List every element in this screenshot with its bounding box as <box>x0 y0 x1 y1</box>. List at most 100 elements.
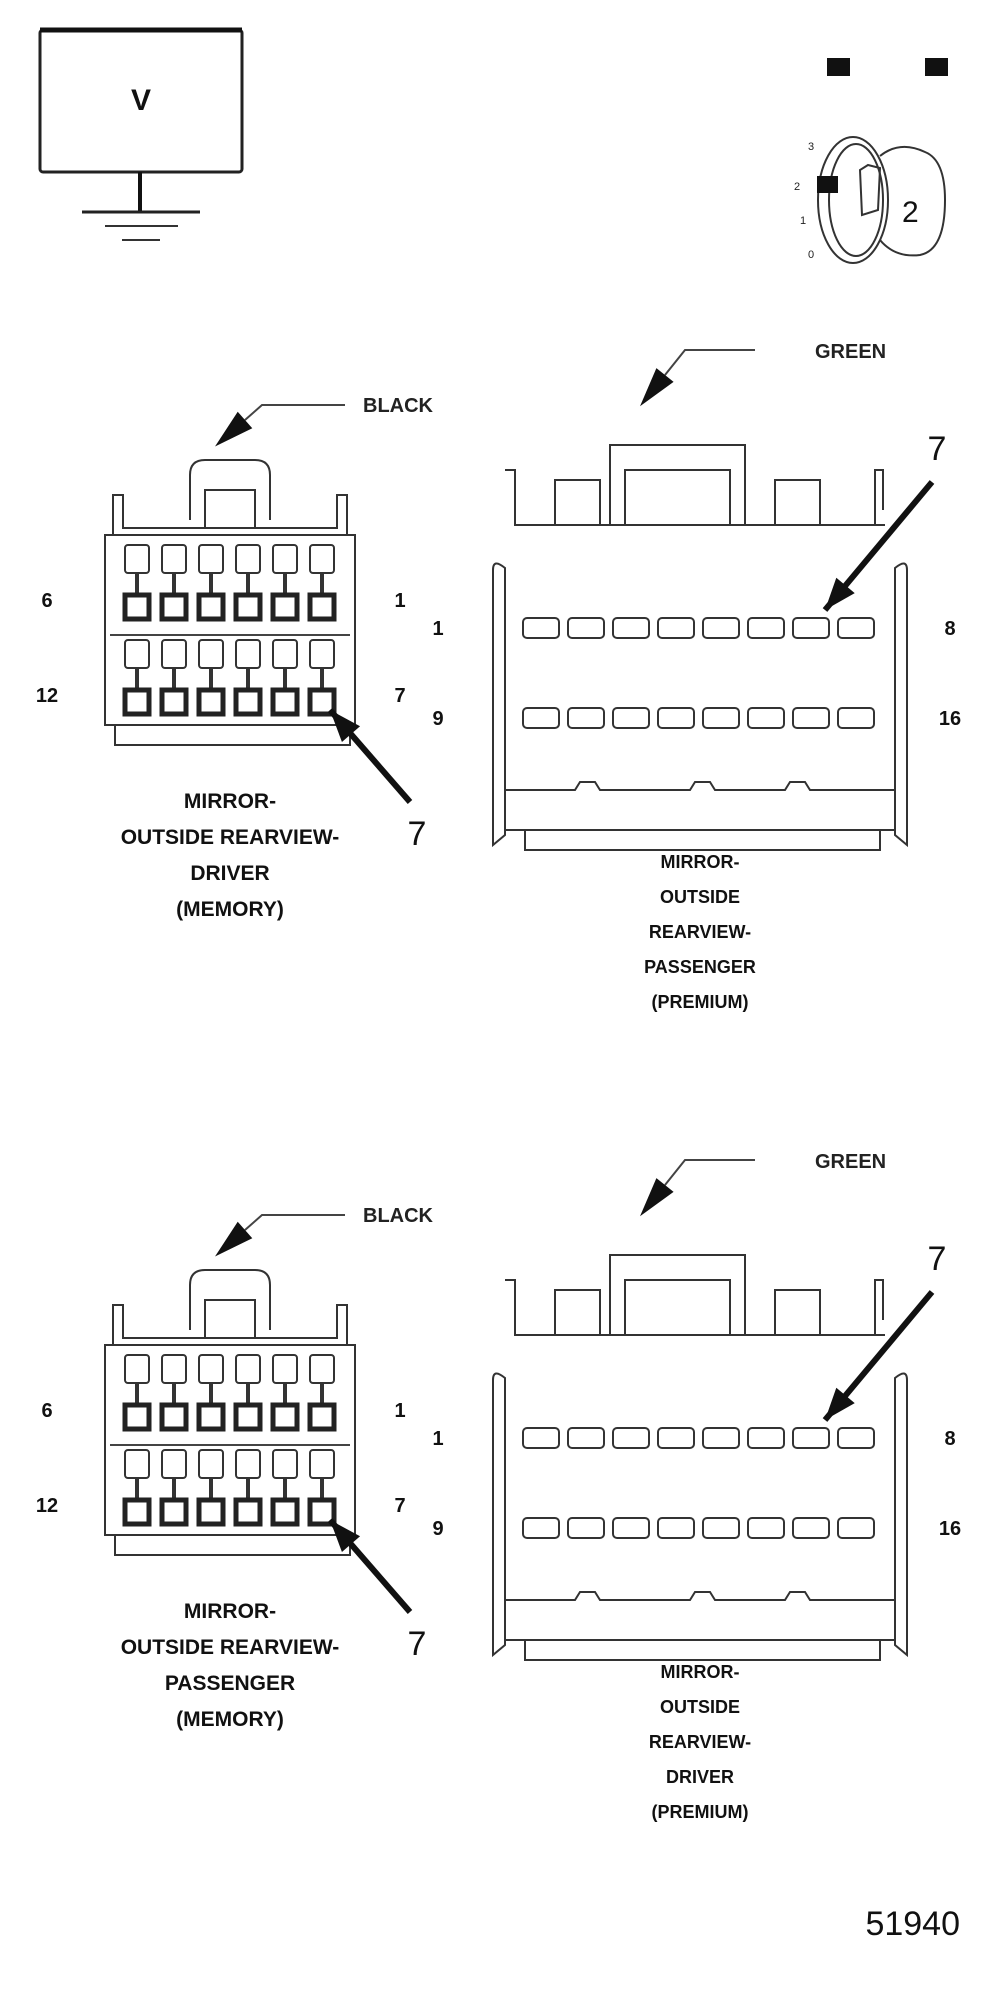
key-pos-0: 0 <box>808 249 814 261</box>
ignition-key-icon: 2 3 2 1 0 <box>794 58 948 264</box>
connector-color-label: BLACK <box>363 395 434 417</box>
terminal-cavity <box>657 617 695 639</box>
terminal-cavity <box>307 639 337 717</box>
connector-title-line: PASSENGER <box>644 957 756 977</box>
terminal-cavity <box>233 544 263 622</box>
terminal-cavity <box>702 707 740 729</box>
terminal-cavity <box>307 1354 337 1432</box>
terminal-cavity <box>122 1449 152 1527</box>
connector-color-label: BLACK <box>363 1205 434 1227</box>
connector-title-line: (MEMORY) <box>176 1708 284 1731</box>
pin-label-top-right: 8 <box>944 1428 955 1450</box>
terminal-cavity <box>657 707 695 729</box>
terminal-cavity <box>522 1427 560 1449</box>
terminal-cavity <box>567 617 605 639</box>
connector-title-line: (PREMIUM) <box>652 1802 749 1822</box>
terminal-cavity <box>196 544 226 622</box>
terminal-cavity <box>612 617 650 639</box>
color-leader <box>215 1214 345 1257</box>
terminal-cavity <box>522 707 560 729</box>
terminal-cavity <box>159 1449 189 1527</box>
terminal-cavity <box>612 1427 650 1449</box>
connector-title-line: OUTSIDE REARVIEW- <box>121 826 340 849</box>
key-pos-3: 3 <box>808 141 814 153</box>
terminal-cavity <box>612 707 650 729</box>
terminal-cavity <box>747 1517 785 1539</box>
connector-title-line: (PREMIUM) <box>652 992 749 1012</box>
key-position-label: 2 <box>902 196 919 229</box>
terminal-cavity <box>792 617 830 639</box>
terminal-cavity <box>233 639 263 717</box>
connector-color-label: GREEN <box>815 1151 886 1173</box>
terminal-cavity <box>567 1517 605 1539</box>
terminal-cavity <box>159 544 189 622</box>
pin-label-bottom-right: 16 <box>939 1518 961 1540</box>
color-leader <box>640 349 755 407</box>
connector-title-line: PASSENGER <box>165 1672 295 1695</box>
pin-callout-number: 7 <box>408 815 427 853</box>
terminal-cavity <box>612 1517 650 1539</box>
terminal-cavity <box>567 1427 605 1449</box>
pin-label-bottom-right: 7 <box>394 1495 405 1517</box>
connector-title-line: REARVIEW- <box>649 922 751 942</box>
pin-label-top-left: 1 <box>432 1428 443 1450</box>
terminal-cavity <box>747 617 785 639</box>
key-pos-2: 2 <box>794 181 800 193</box>
pin-callout-number: 7 <box>928 1240 947 1278</box>
connector-title-line: OUTSIDE REARVIEW- <box>121 1636 340 1659</box>
terminal-cavity <box>159 1354 189 1432</box>
color-leader <box>640 1159 755 1217</box>
pin-callout-arrow <box>822 1290 935 1422</box>
terminal-cavity <box>270 639 300 717</box>
terminal-cavity <box>307 1449 337 1527</box>
terminal-cavity <box>747 707 785 729</box>
pin-label-top-right: 8 <box>944 618 955 640</box>
pin-callout-arrow <box>327 708 413 804</box>
pin-label-top-left: 6 <box>41 590 52 612</box>
pin-label-bottom-left: 12 <box>36 1495 58 1517</box>
terminal-cavity <box>270 1354 300 1432</box>
terminal-cavity <box>837 1427 875 1449</box>
pin-label-bottom-left: 9 <box>432 708 443 730</box>
connector-title-line: MIRROR- <box>661 1662 740 1682</box>
terminal-cavity <box>122 544 152 622</box>
figure-number: 51940 <box>865 1905 960 1943</box>
terminal-cavity <box>657 1427 695 1449</box>
terminal-cavity <box>792 707 830 729</box>
connector-title-line: REARVIEW- <box>649 1732 751 1752</box>
pin-label-bottom-right: 7 <box>394 685 405 707</box>
pin-callout-number: 7 <box>408 1625 427 1663</box>
connector-title-line: DRIVER <box>190 862 269 885</box>
pin-callout-arrow <box>822 480 935 612</box>
connector-title-line: MIRROR- <box>184 1600 276 1623</box>
terminal-cavity <box>702 1427 740 1449</box>
voltmeter-icon: V <box>38 27 244 241</box>
pin-label-top-right: 1 <box>394 1400 405 1422</box>
terminal-cavity <box>196 1354 226 1432</box>
connector-title-line: MIRROR- <box>184 790 276 813</box>
connector-color-label: GREEN <box>815 341 886 363</box>
terminal-cavity <box>122 639 152 717</box>
pin-label-top-left: 6 <box>41 1400 52 1422</box>
terminal-cavity <box>792 1427 830 1449</box>
terminal-cavity <box>792 1517 830 1539</box>
connector-title-line: OUTSIDE <box>660 1697 740 1717</box>
terminal-cavity <box>567 707 605 729</box>
terminal-cavity <box>837 617 875 639</box>
terminal-cavity <box>837 1517 875 1539</box>
terminal-cavity <box>122 1354 152 1432</box>
pin-label-bottom-left: 9 <box>432 1518 443 1540</box>
pin-label-bottom-right: 16 <box>939 708 961 730</box>
terminal-cavity <box>702 1517 740 1539</box>
pin-callout-number: 7 <box>928 430 947 468</box>
key-pos-1: 1 <box>800 215 806 227</box>
connector-title-line: OUTSIDE <box>660 887 740 907</box>
voltmeter-label: V <box>131 84 151 117</box>
pin-label-bottom-left: 12 <box>36 685 58 707</box>
pin-label-top-right: 1 <box>394 590 405 612</box>
